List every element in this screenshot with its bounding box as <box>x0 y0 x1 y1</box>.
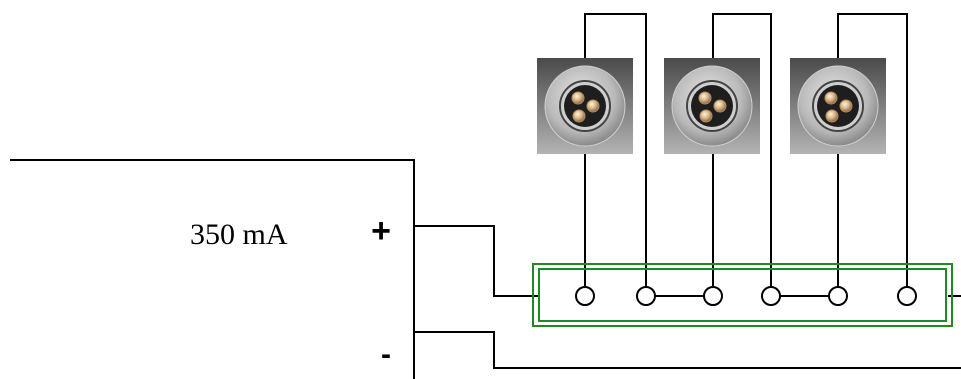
led-downlight-icon <box>663 57 761 155</box>
terminal-icon <box>636 286 656 306</box>
terminal-icon <box>761 286 781 306</box>
luminaire-wiring <box>584 13 908 296</box>
terminal-icon <box>897 286 917 306</box>
driver-box <box>10 159 415 379</box>
luminaire-1 <box>536 57 634 155</box>
current-label: 350 mA <box>190 218 288 251</box>
terminal-block <box>532 263 953 327</box>
led-downlight-icon <box>536 57 634 155</box>
positive-label: + <box>371 212 391 250</box>
negative-label: - <box>381 338 391 371</box>
terminal-icon <box>703 286 723 306</box>
positive-lead <box>414 225 538 297</box>
terminal-icon <box>575 286 595 306</box>
terminal-icon <box>828 286 848 306</box>
negative-lead <box>414 331 961 369</box>
led-downlight-icon <box>789 57 887 155</box>
luminaire-2 <box>663 57 761 155</box>
luminaire-3 <box>789 57 887 155</box>
terminals <box>575 286 917 306</box>
